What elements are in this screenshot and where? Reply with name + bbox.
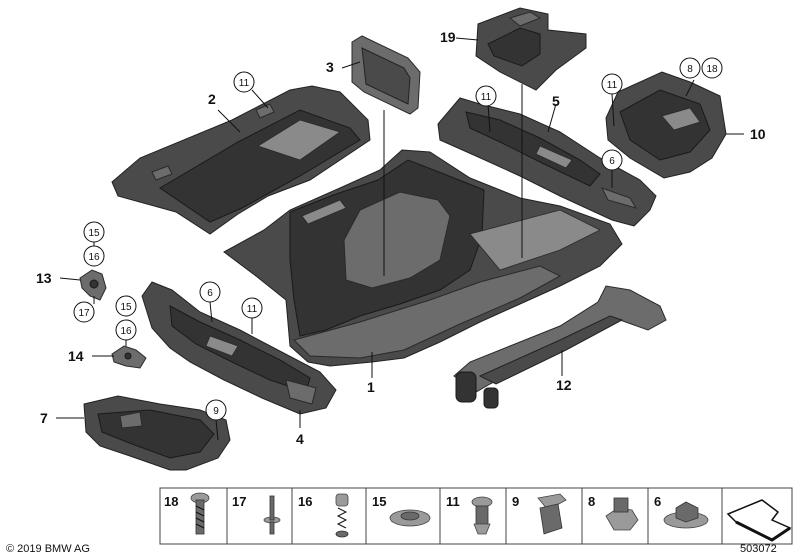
part-3-cover xyxy=(351,35,421,115)
circled-6-rail: 6 xyxy=(601,149,623,171)
svg-text:16: 16 xyxy=(88,252,100,263)
part-10-tray xyxy=(605,71,727,179)
legend-item-6: 6 xyxy=(654,494,661,509)
legend-item-8: 8 xyxy=(588,494,595,509)
nut-icon xyxy=(605,497,639,531)
callout-12: 12 xyxy=(556,377,572,393)
expanding-clip-icon xyxy=(537,493,567,535)
svg-text:6: 6 xyxy=(609,156,615,167)
part-19-tray xyxy=(475,7,587,91)
legend-item-15: 15 xyxy=(372,494,386,509)
legend-item-18: 18 xyxy=(164,494,178,509)
part-5-rail xyxy=(437,97,657,227)
svg-text:15: 15 xyxy=(120,302,132,313)
svg-text:17: 17 xyxy=(78,308,90,319)
callout-4: 4 xyxy=(296,431,304,447)
circled-16-lower: 16 xyxy=(115,319,137,341)
circled-6-holder: 6 xyxy=(199,281,221,303)
part-13-bracket xyxy=(79,269,107,301)
push-clip-icon xyxy=(471,496,493,535)
svg-text:11: 11 xyxy=(239,78,250,89)
circled-callouts: 11 11 11 8 18 6 15 16 xyxy=(73,57,723,421)
circled-17: 17 xyxy=(73,301,95,323)
circled-15-lower: 15 xyxy=(115,295,137,317)
callout-10: 10 xyxy=(750,126,766,142)
circled-18: 18 xyxy=(701,57,723,79)
callout-1: 1 xyxy=(367,379,375,395)
circled-9: 9 xyxy=(205,399,227,421)
circled-15-upper: 15 xyxy=(83,221,105,243)
svg-text:16: 16 xyxy=(120,326,132,337)
flange-nut-icon xyxy=(663,501,709,529)
mat-arrow-icon xyxy=(726,499,792,542)
circled-11-rail: 11 xyxy=(475,85,497,107)
callout-7: 7 xyxy=(40,410,48,426)
circled-8: 8 xyxy=(679,57,701,79)
svg-text:11: 11 xyxy=(481,92,492,103)
callout-14: 14 xyxy=(68,348,84,364)
svg-text:9: 9 xyxy=(213,406,219,417)
callout-labels: 2 3 19 5 10 1 12 13 14 4 7 xyxy=(36,29,766,447)
screw-icon xyxy=(190,492,210,535)
callout-2: 2 xyxy=(208,91,216,107)
diagram-number: 503072 xyxy=(740,543,777,555)
part-7-tray xyxy=(83,395,231,471)
callout-5: 5 xyxy=(552,93,560,109)
svg-text:18: 18 xyxy=(706,64,718,75)
copyright-text: © 2019 BMW AG xyxy=(6,543,90,555)
svg-text:11: 11 xyxy=(607,80,618,91)
svg-text:6: 6 xyxy=(207,288,213,299)
callout-3: 3 xyxy=(326,59,334,75)
circled-11-tray: 11 xyxy=(601,73,623,95)
svg-text:11: 11 xyxy=(247,304,258,315)
circled-16-upper: 16 xyxy=(83,245,105,267)
part-4-holder xyxy=(141,281,337,415)
part-2-trim-panel xyxy=(111,85,371,235)
legend-item-17: 17 xyxy=(232,494,246,509)
part-14-bracket xyxy=(111,345,147,369)
pin-icon xyxy=(263,495,281,535)
fastener-legend: 18 17 16 15 11 9 8 6 xyxy=(159,487,793,545)
spring-clip-icon xyxy=(335,493,349,538)
svg-text:8: 8 xyxy=(687,64,693,75)
callout-13: 13 xyxy=(36,270,52,286)
callout-19: 19 xyxy=(440,29,456,45)
washer-clip-icon xyxy=(389,509,431,527)
circled-11-holder: 11 xyxy=(241,297,263,319)
part-12-strap xyxy=(453,285,667,409)
svg-text:15: 15 xyxy=(88,228,100,239)
circled-11-panel: 11 xyxy=(233,71,255,93)
legend-item-9: 9 xyxy=(512,494,519,509)
legend-item-11: 11 xyxy=(446,494,460,509)
legend-item-16: 16 xyxy=(298,494,312,509)
